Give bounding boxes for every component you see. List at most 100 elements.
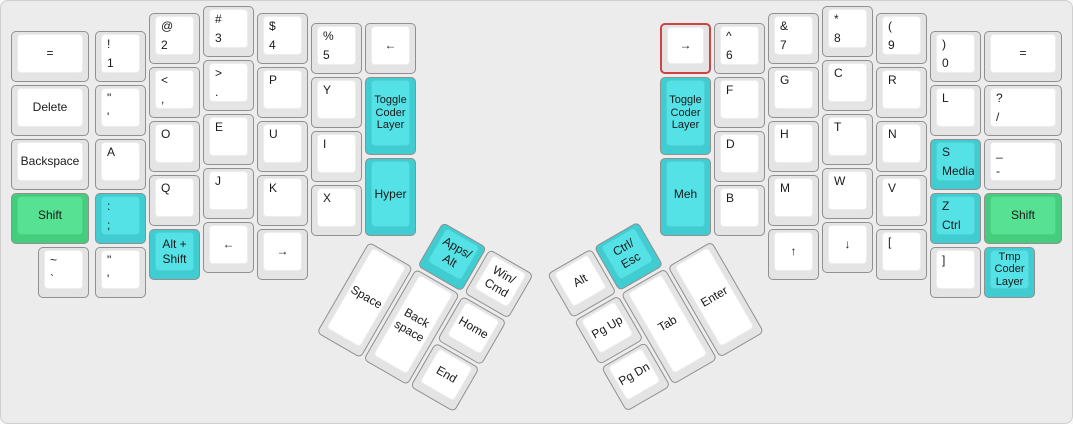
keytop: Alt +Shift [155, 232, 194, 271]
key-legend: _ [996, 145, 1003, 159]
key-arrow-right-top[interactable]: → [660, 23, 711, 74]
key-colon-semicolon[interactable]: :; [95, 193, 146, 244]
key-legend: H [780, 127, 789, 141]
key-letter-k[interactable]: K [257, 175, 308, 226]
key-meh[interactable]: Meh [660, 158, 711, 236]
key-letter-d[interactable]: D [714, 131, 765, 182]
key-delete[interactable]: Delete [11, 85, 89, 136]
key-letter-h[interactable]: H [768, 121, 819, 172]
key-hash-3[interactable]: #3 [203, 6, 254, 57]
key-amp-7[interactable]: &7 [768, 13, 819, 64]
key-arrow-down[interactable]: ↓ [822, 222, 873, 273]
key-letter-r[interactable]: R [876, 67, 927, 118]
key-bracket-open[interactable]: [ [876, 229, 927, 280]
key-legend: Shift [37, 208, 62, 223]
key-legend: K [269, 181, 278, 195]
key-legend: W [834, 174, 846, 188]
key-asterisk-8[interactable]: *8 [822, 6, 873, 57]
key-arrow-left-bottom[interactable]: ← [203, 222, 254, 273]
key-tilde-grave[interactable]: ~` [38, 247, 89, 298]
key-lparen-9[interactable]: (9 [876, 13, 927, 64]
key-quote-upper[interactable]: "' [95, 85, 146, 136]
key-alt-shift[interactable]: Alt +Shift [149, 229, 200, 280]
key-letter-n[interactable]: N [876, 121, 927, 172]
key-letter-v[interactable]: V [876, 175, 927, 226]
keytop: R [882, 70, 921, 109]
key-legend: Y [323, 83, 332, 97]
key-letter-m[interactable]: M [768, 175, 819, 226]
key-backspace[interactable]: Backspace [11, 139, 89, 190]
key-legend: " [107, 253, 112, 267]
key-legend: Pg Dn [616, 359, 653, 389]
key-legend: Z [942, 199, 950, 213]
key-legend: R [888, 73, 897, 87]
key-percent-5[interactable]: %5 [311, 23, 362, 74]
key-arrow-left-top[interactable]: ← [365, 23, 416, 74]
keytop: D [720, 134, 759, 173]
key-dollar-4[interactable]: $4 [257, 13, 308, 64]
key-greater-period[interactable]: >. [203, 60, 254, 111]
keytop: $4 [263, 16, 302, 55]
key-letter-j[interactable]: J [203, 168, 254, 219]
key-hyper[interactable]: Hyper [365, 158, 416, 236]
key-legend: - [996, 163, 1000, 178]
key-letter-a[interactable]: A [95, 139, 146, 190]
key-letter-l[interactable]: L [930, 85, 981, 136]
keytop: Ctrl/Esc [600, 227, 654, 281]
key-quote-lower[interactable]: "' [95, 247, 146, 298]
key-equals-right[interactable]: = [984, 31, 1062, 82]
key-letter-u[interactable]: U [257, 121, 308, 172]
key-letter-y[interactable]: Y [311, 77, 362, 128]
key-letter-t[interactable]: T [822, 114, 873, 165]
key-letter-f[interactable]: F [714, 77, 765, 128]
keytop: Alt [553, 254, 607, 308]
key-letter-c[interactable]: C [822, 60, 873, 111]
key-legend: = [46, 46, 54, 61]
key-shift-left[interactable]: Shift [11, 193, 89, 244]
key-letter-b[interactable]: B [714, 185, 765, 236]
key-legend: ] [942, 253, 946, 267]
key-letter-q[interactable]: Q [149, 175, 200, 226]
key-legend: # [215, 12, 222, 26]
key-letter-g[interactable]: G [768, 67, 819, 118]
key-legend: ? [996, 91, 1003, 105]
keytop: F [720, 80, 759, 119]
key-question-slash[interactable]: ?/ [984, 85, 1062, 136]
keytop: Y [317, 80, 356, 119]
key-letter-o[interactable]: O [149, 121, 200, 172]
keytop: Q [155, 178, 194, 217]
key-legend: Meh [673, 186, 698, 201]
key-letter-w[interactable]: W [822, 168, 873, 219]
key-underscore-dash[interactable]: _- [984, 139, 1062, 190]
keytop: Delete [17, 88, 83, 127]
key-exclam-1[interactable]: !1 [95, 31, 146, 82]
key-legend: O [161, 127, 171, 141]
key-legend: ) [942, 37, 946, 51]
key-at-2[interactable]: @2 [149, 13, 200, 64]
keytop: *8 [828, 9, 867, 48]
key-rparen-0[interactable]: )0 [930, 31, 981, 82]
key-shift-right[interactable]: Shift [984, 193, 1062, 244]
key-letter-p[interactable]: P [257, 67, 308, 118]
key-equals-left[interactable]: = [11, 31, 89, 82]
key-legend: ^ [726, 29, 732, 43]
key-bracket-close[interactable]: ] [930, 247, 981, 298]
key-caret-6[interactable]: ^6 [714, 23, 765, 74]
key-legend: Media [942, 163, 975, 178]
key-arrow-up[interactable]: ↑ [768, 229, 819, 280]
key-legend: . [215, 84, 219, 99]
key-arrow-right-bottom[interactable]: → [257, 229, 308, 280]
keytop: Apps/Alt [426, 227, 481, 281]
key-less-comma[interactable]: <, [149, 67, 200, 118]
key-letter-e[interactable]: E [203, 114, 254, 165]
key-legend: Shift [1010, 208, 1035, 223]
key-letter-x[interactable]: X [311, 185, 362, 236]
key-letter-i[interactable]: I [311, 131, 362, 182]
key-legend: ↓ [844, 237, 851, 252]
key-legend: Home [456, 313, 491, 342]
